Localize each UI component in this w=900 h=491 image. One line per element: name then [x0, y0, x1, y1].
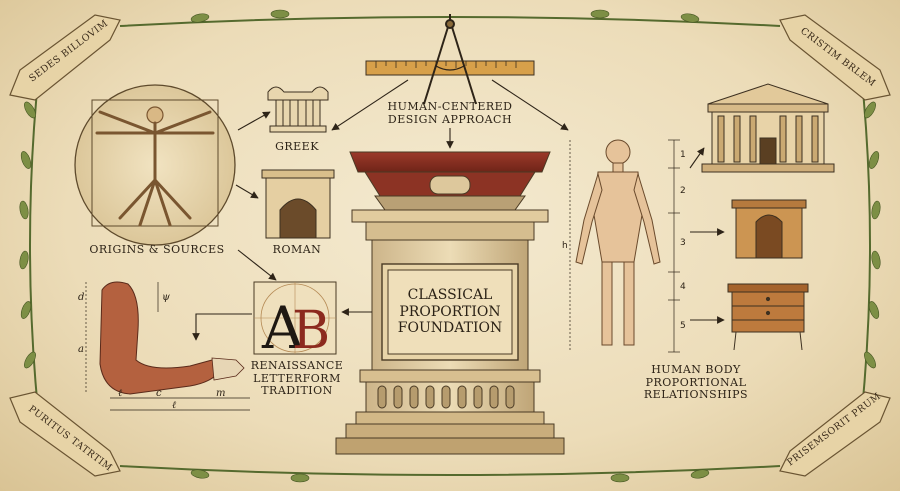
label-human-body: HUMAN BODY PROPORTIONAL RELATIONSHIPS — [596, 363, 796, 402]
segment-h: h — [562, 241, 568, 251]
label-human-body-line2: PROPORTIONAL RELATIONSHIPS — [643, 375, 749, 402]
vitruvian-man-drawing — [74, 84, 236, 246]
segment-5: 5 — [680, 321, 686, 331]
letterform-to-arm-arrow — [192, 313, 252, 341]
dim-c: c — [156, 388, 162, 399]
letterform-grid: A B — [253, 281, 337, 362]
label-renaissance-line2: LETTERFORM — [253, 371, 341, 385]
label-renaissance-line1: RENAISSANCE — [250, 359, 344, 372]
plaque-line3: FOUNDATION — [397, 320, 503, 337]
cabinet-icon — [731, 199, 807, 259]
label-approach-line1: HUMAN-CENTERED — [387, 100, 513, 113]
dresser-icon — [727, 283, 809, 351]
label-approach: HUMAN-CENTERED DESIGN APPROACH — [372, 100, 528, 126]
label-renaissance-line3: TRADITION — [261, 384, 333, 398]
dim-l: ℓ — [118, 388, 122, 399]
dim-psi: ψ — [162, 292, 170, 303]
segment-4: 4 — [680, 282, 686, 292]
segment-3: 3 — [680, 238, 686, 248]
compass-icon — [423, 14, 477, 105]
segment-1: 1 — [680, 150, 686, 160]
pedestal — [335, 151, 565, 455]
label-origins: ORIGINS & SOURCES — [89, 243, 225, 256]
segment-2: 2 — [680, 186, 686, 196]
laurel-leaves — [19, 9, 881, 483]
arm-anatomy-drawing: d ψ a ℓ c ℓ m — [78, 281, 250, 411]
body-segment-markers — [569, 139, 680, 353]
dim-d: d — [78, 292, 84, 303]
banner-top-left: SEDES BILLOVIM — [9, 14, 121, 101]
svg-text:PURITUS TATRTIM: PURITUS TATRTIM — [26, 404, 114, 474]
greek-column-icon — [267, 86, 329, 133]
plaque-line1: CLASSICAL — [407, 286, 493, 303]
dim-ll: ℓ — [172, 400, 176, 411]
dim-a: a — [78, 344, 84, 355]
banner-bottom-left: PURITUS TATRTIM — [9, 391, 121, 477]
ruler-icon — [365, 60, 535, 76]
dim-m: m — [216, 388, 225, 399]
banner-bottom-right: PRISEMSORIT PRUM — [779, 391, 891, 477]
label-greek: GREEK — [275, 140, 319, 153]
classical-building-icon — [701, 83, 835, 173]
label-roman: ROMAN — [272, 243, 322, 256]
label-human-body-line1: HUMAN BODY — [651, 363, 741, 376]
svg-text:CRISTIM BRLEM: CRISTIM BRLEM — [798, 26, 877, 90]
body-segment-labels: h 1 2 3 4 5 — [562, 150, 686, 331]
pedestal-plaque: CLASSICAL PROPORTION FOUNDATION — [388, 270, 512, 354]
roman-arch-icon — [261, 169, 335, 239]
connector-arrows — [235, 79, 725, 324]
letter-a: A — [261, 294, 305, 362]
svg-text:SEDES BILLOVIM: SEDES BILLOVIM — [27, 18, 110, 84]
human-body-figure — [575, 139, 661, 346]
label-approach-line2: DESIGN APPROACH — [387, 112, 513, 126]
label-renaissance: RENAISSANCE LETTERFORM TRADITION — [242, 359, 352, 398]
plaque-line2: PROPORTION — [399, 303, 501, 320]
letter-b: B — [292, 301, 330, 361]
banner-top-right: CRISTIM BRLEM — [779, 14, 891, 101]
